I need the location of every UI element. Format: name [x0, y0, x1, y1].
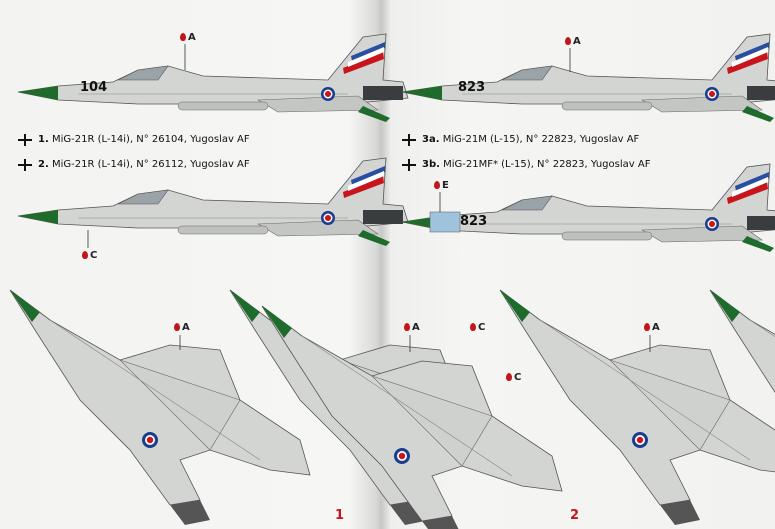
- code-823-a: 823: [458, 80, 486, 95]
- cross-icon: [18, 159, 32, 171]
- callout-a-3a: A: [565, 36, 581, 48]
- callout-a-top-1: A: [174, 322, 190, 334]
- callout-c-2: C: [82, 250, 97, 262]
- callout-c-top-2: C: [470, 322, 485, 334]
- label-1: 1. MiG-21R (L-14i), N° 26104, Yugoslav A…: [38, 134, 250, 145]
- callout-a-top-2: A: [404, 322, 420, 334]
- cross-icon: [402, 134, 416, 146]
- cross-icon: [18, 134, 32, 146]
- callout-a-1: A: [180, 32, 196, 44]
- label-3b: 3b. MiG-21MF* (L-15), N° 22823, Yugoslav…: [422, 159, 651, 170]
- page-number-left: 1: [335, 508, 345, 523]
- code-823-b: 823: [460, 214, 488, 229]
- callout-e-3b: E: [434, 180, 449, 192]
- callout-a-top-3: A: [644, 322, 660, 334]
- label-3a: 3a. MiG-21M (L-15), N° 22823, Yugoslav A…: [422, 134, 640, 145]
- label-2: 2. MiG-21R (L-14i), N° 26112, Yugoslav A…: [38, 159, 250, 170]
- page-number-right: 2: [570, 508, 580, 523]
- cross-icon: [402, 159, 416, 171]
- callout-c-top-3: C: [506, 372, 521, 384]
- code-104: 104: [80, 80, 108, 95]
